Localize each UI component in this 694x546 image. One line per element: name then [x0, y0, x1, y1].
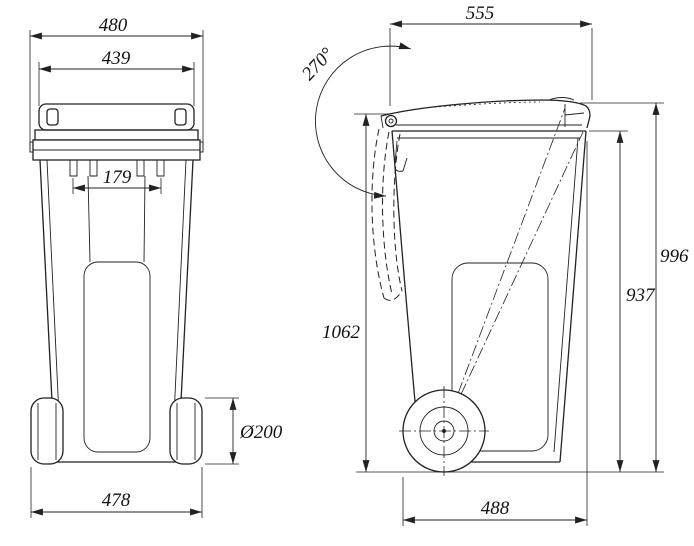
dim-front-lid-width: 439: [38, 48, 195, 106]
front-bin-lid: [34, 103, 199, 141]
dim-side-height-lid: 996: [580, 102, 689, 472]
dim-label-480: 480: [99, 15, 128, 36]
side-front-edge: [559, 130, 587, 463]
front-view: 480 439 179 Ø200 478: [29, 15, 283, 518]
front-left-wheel: [30, 397, 64, 465]
front-hinge-brackets: [69, 160, 165, 177]
front-wheels: [30, 397, 203, 465]
dim-label-179: 179: [103, 167, 132, 188]
lid-hinge: [384, 114, 398, 128]
side-view: 270°: [298, 3, 689, 526]
dim-front-hinge-spacing: 179: [72, 167, 162, 194]
dim-label-555: 555: [466, 3, 495, 24]
front-bin-rim: [29, 139, 204, 161]
open-lid-dashed: [371, 128, 403, 301]
side-lid: [380, 99, 591, 129]
dim-side-depth-bottom: 488: [402, 141, 588, 526]
dim-front-wheel-diameter: Ø200: [205, 397, 283, 465]
rear-hook: [394, 140, 408, 172]
dim-label-937: 937: [626, 285, 656, 306]
front-right-wheel: [169, 397, 203, 465]
dim-front-width-bottom: 478: [30, 467, 203, 518]
front-body-panel: [83, 261, 151, 453]
front-lid-surface: [38, 103, 195, 131]
dim-label-wheel-diameter: Ø200: [239, 422, 283, 443]
dim-side-height-overall: 1062: [322, 113, 390, 472]
construction-lines: [443, 107, 584, 432]
side-body-panel: [451, 262, 549, 452]
dim-label-439: 439: [102, 48, 131, 69]
dim-label-lid-angle: 270°: [298, 44, 338, 85]
dim-label-996: 996: [660, 246, 689, 267]
dim-side-depth-top: 555: [389, 3, 593, 106]
dim-label-488: 488: [481, 498, 510, 519]
dim-label-478: 478: [102, 490, 131, 511]
dim-front-width-top: 480: [29, 15, 204, 152]
dim-label-1062: 1062: [322, 322, 361, 343]
lid-handle-bump: [548, 97, 575, 101]
dim-side-height-rim: 937: [589, 130, 656, 472]
